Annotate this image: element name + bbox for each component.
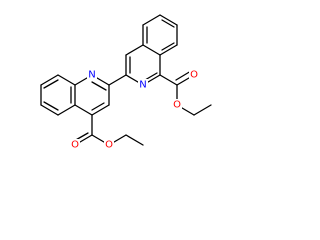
- atom-o3: O: [70, 139, 80, 151]
- atom-n1: N: [138, 79, 148, 91]
- biaryl-bond: [108, 74, 127, 86]
- bond: [159, 14, 178, 26]
- atom-n2: N: [87, 69, 97, 81]
- upper-ester-group: [159, 70, 212, 116]
- bond: [161, 19, 175, 28]
- bond: [43, 79, 59, 89]
- bond: [57, 104, 76, 116]
- bond: [74, 104, 93, 116]
- atom-o2: O: [172, 99, 182, 111]
- bond: [161, 42, 175, 51]
- bond: [159, 74, 178, 86]
- bond: [40, 74, 59, 86]
- upper-benzo-ring: [142, 14, 178, 56]
- bond: [57, 74, 76, 86]
- nitrogen-label: N: [139, 80, 146, 91]
- bond: [193, 104, 212, 116]
- atom-o1: O: [189, 69, 199, 81]
- bond: [142, 44, 161, 56]
- bond: [43, 101, 59, 111]
- bond: [142, 14, 161, 26]
- bond: [144, 72, 158, 81]
- bond: [91, 102, 105, 111]
- chemical-structure: N N O O O O: [40, 14, 212, 151]
- lower-benzo-ring: [40, 74, 76, 116]
- bond: [175, 70, 192, 81]
- oxygen-label: O: [71, 140, 79, 151]
- bond: [40, 104, 59, 116]
- bond: [159, 44, 178, 56]
- oxygen-label: O: [173, 100, 181, 111]
- atom-o4: O: [104, 139, 114, 151]
- oxygen-label: O: [105, 140, 113, 151]
- bond: [125, 134, 144, 146]
- bond: [125, 44, 144, 56]
- bond: [91, 81, 107, 91]
- oxygen-label: O: [190, 70, 198, 81]
- nitrogen-label: N: [88, 70, 95, 81]
- bond: [91, 104, 110, 116]
